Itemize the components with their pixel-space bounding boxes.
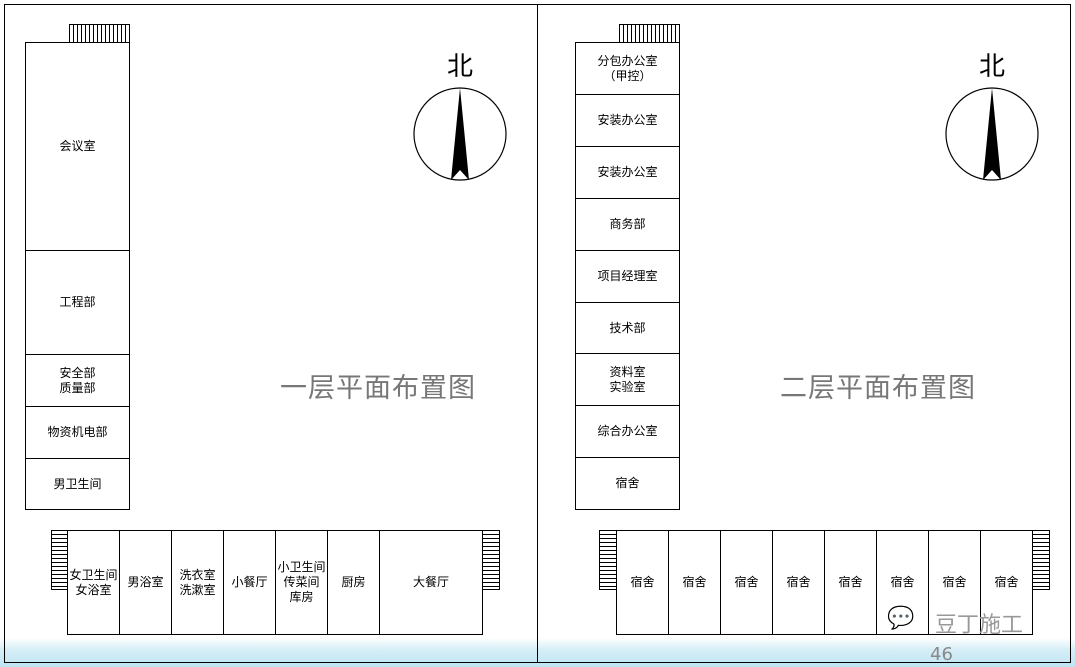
room: 技术部 bbox=[575, 302, 680, 354]
stair bbox=[481, 530, 500, 590]
room: 男浴室 bbox=[119, 530, 172, 635]
room: 大餐厅 bbox=[379, 530, 483, 635]
room: 分包办公室 （甲控） bbox=[575, 42, 680, 95]
compass-icon bbox=[413, 87, 507, 181]
room: 宿舍 bbox=[772, 530, 825, 635]
room: 安装办公室 bbox=[575, 146, 680, 199]
room: 安全部 质量部 bbox=[25, 354, 130, 407]
panel-divider bbox=[537, 4, 538, 663]
north-label: 北 bbox=[446, 52, 473, 82]
room: 综合办公室 bbox=[575, 405, 680, 458]
north-label: 北 bbox=[978, 52, 1005, 82]
floor-title: 二层平面布置图 bbox=[780, 373, 976, 404]
room: 洗衣室 洗漱室 bbox=[171, 530, 224, 635]
room: 物资机电部 bbox=[25, 406, 130, 459]
floor-title: 一层平面布置图 bbox=[280, 373, 476, 404]
room: 商务部 bbox=[575, 198, 680, 251]
room: 男卫生间 bbox=[25, 458, 130, 510]
room: 小卫生间 传菜间 库房 bbox=[275, 530, 328, 635]
page-number: 46 bbox=[930, 644, 953, 665]
room: 宿舍 bbox=[980, 530, 1033, 635]
room: 女卫生间 女浴室 bbox=[67, 530, 120, 635]
room: 安装办公室 bbox=[575, 94, 680, 147]
stair bbox=[619, 24, 680, 43]
room: 厨房 bbox=[327, 530, 380, 635]
brand-watermark: 豆丁施工 bbox=[935, 613, 1024, 638]
room: 宿舍 bbox=[720, 530, 773, 635]
room: 会议室 bbox=[25, 42, 130, 251]
room: 宿舍 bbox=[616, 530, 669, 635]
room: 宿舍 bbox=[575, 457, 680, 510]
stair bbox=[599, 530, 617, 590]
compass-icon bbox=[945, 87, 1039, 181]
room: 宿舍 bbox=[824, 530, 877, 635]
wechat-icon: 💬 bbox=[887, 606, 915, 631]
stair bbox=[1031, 530, 1050, 590]
room: 小餐厅 bbox=[223, 530, 276, 635]
room: 工程部 bbox=[25, 250, 130, 355]
room: 宿舍 bbox=[928, 530, 981, 635]
room: 资料室 实验室 bbox=[575, 353, 680, 406]
stair bbox=[51, 530, 68, 590]
room: 项目经理室 bbox=[575, 250, 680, 303]
stair bbox=[69, 24, 130, 43]
room: 宿舍 bbox=[668, 530, 721, 635]
